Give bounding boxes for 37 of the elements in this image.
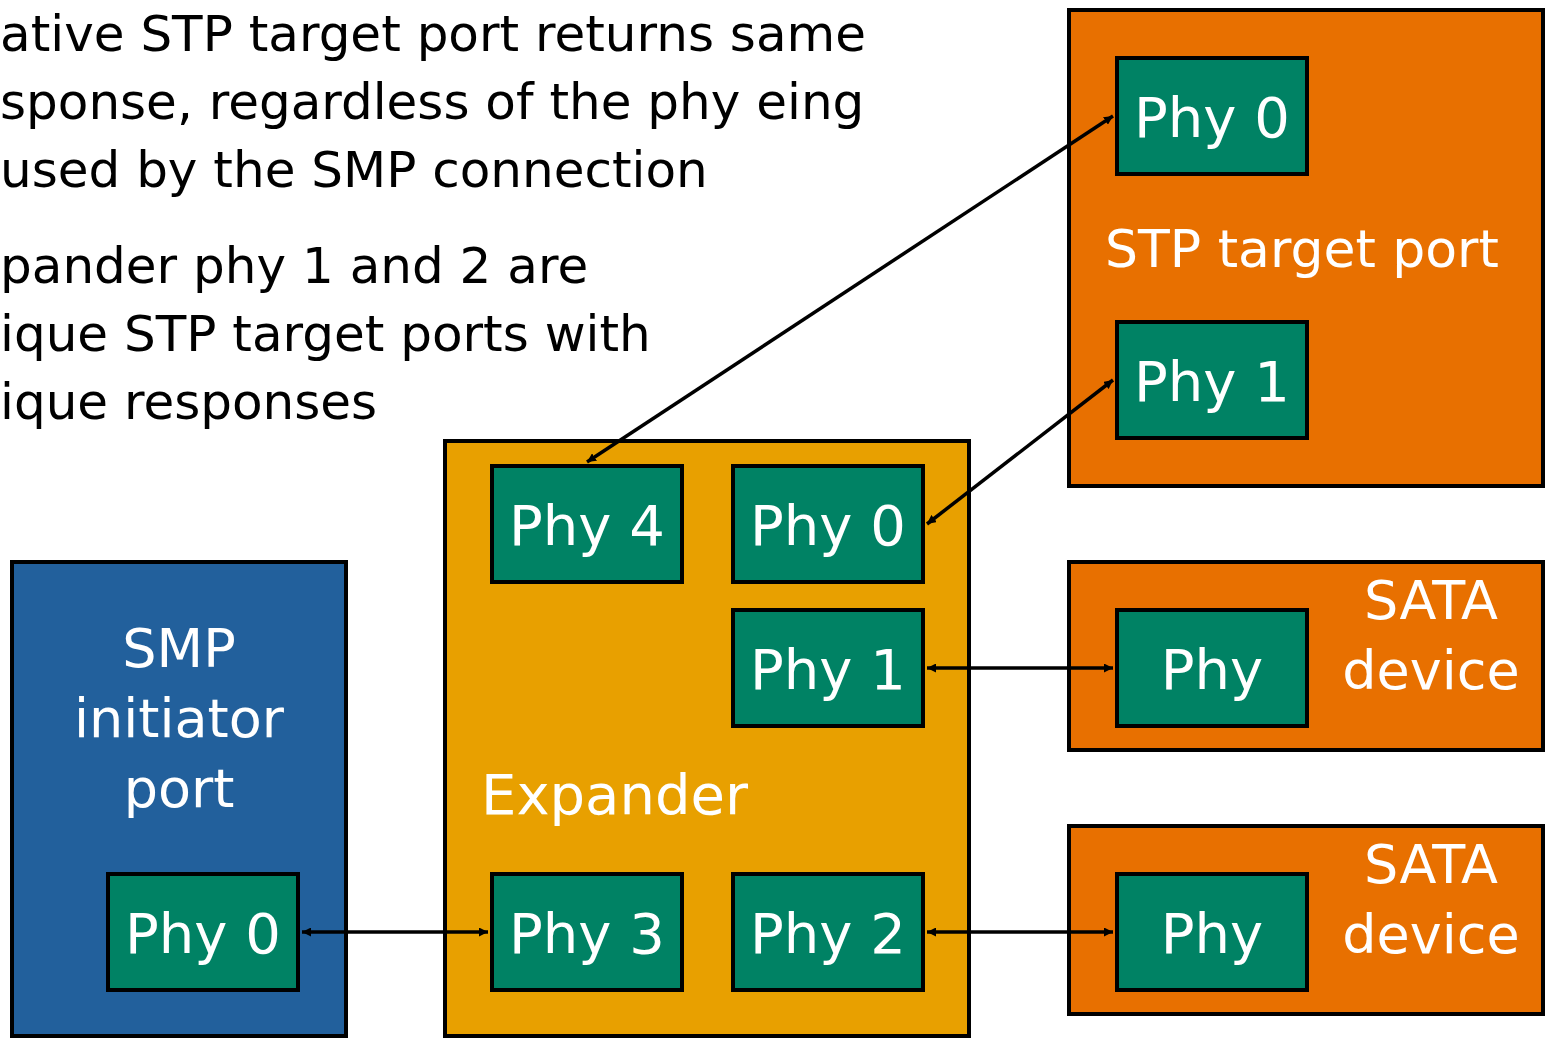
- double-arrow: [925, 378, 1115, 526]
- double-arrow: [927, 663, 1113, 673]
- box-label: Phy 0: [749, 492, 907, 560]
- box-label: SMP initiator port: [73, 616, 285, 823]
- box-label: Phy 1: [749, 636, 907, 704]
- phy-box: [1115, 56, 1309, 176]
- box-label: Phy 3: [508, 900, 666, 968]
- phy-box: [731, 464, 925, 584]
- box-label: Phy 0: [124, 900, 282, 968]
- phy-box: [490, 872, 684, 992]
- port-box: [1067, 8, 1545, 488]
- box-label: Phy 1: [1133, 348, 1291, 416]
- expander-box: [443, 439, 971, 1038]
- phy-box: [106, 872, 300, 992]
- double-arrow: [302, 927, 488, 937]
- double-arrow: [586, 114, 1114, 464]
- phy-box: [1115, 320, 1309, 440]
- box-label: Phy 4: [508, 492, 666, 560]
- box-label: Phy 2: [749, 900, 907, 968]
- port-box: [10, 560, 348, 1038]
- note-text: ative STP target port returns same sponse, regardless of the phy eing used by the SMP connection: [0, 4, 867, 201]
- note-text: pander phy 1 and 2 are ique STP target ports with ique responses: [0, 236, 652, 433]
- phy-box: [731, 872, 925, 992]
- phy-box: [490, 464, 684, 584]
- box-label: Expander: [481, 761, 749, 829]
- box-label: SATA device: [1341, 832, 1521, 969]
- device-box: [1067, 824, 1545, 1016]
- box-label: SATA device: [1341, 568, 1521, 705]
- box-label: Phy: [1159, 900, 1265, 968]
- device-box: [1067, 560, 1545, 752]
- phy-box: [1115, 872, 1309, 992]
- double-arrow: [927, 927, 1113, 937]
- phy-box: [1115, 608, 1309, 728]
- box-label: STP target port: [1105, 218, 1500, 281]
- box-label: Phy: [1159, 636, 1265, 704]
- phy-box: [731, 608, 925, 728]
- box-label: Phy 0: [1133, 84, 1291, 152]
